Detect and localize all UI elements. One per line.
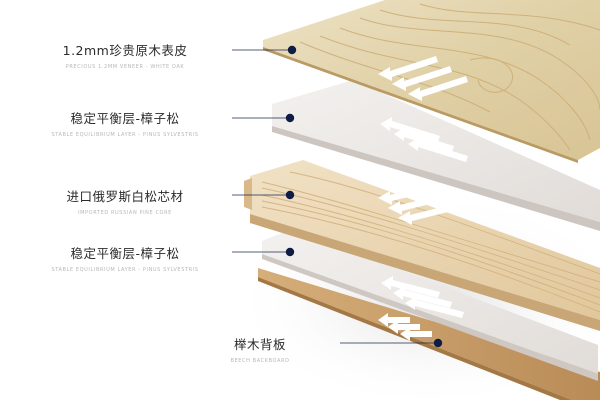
veneer-layer xyxy=(263,0,600,163)
label-core: 进口俄罗斯白松芯材 IMPORTED RUSSIAN PINE CORE xyxy=(0,186,250,216)
veneer-arrows xyxy=(378,56,468,101)
label-backing-subtitle: BEECH BACKBOARD xyxy=(230,358,290,364)
backing-layer xyxy=(258,268,600,400)
leader-balance-top xyxy=(232,113,295,123)
core-arrows xyxy=(378,183,460,225)
balance-top-layer xyxy=(272,80,600,231)
balance-bottom-arrows xyxy=(381,276,464,318)
balance-bottom-layer xyxy=(262,229,598,381)
veneer-grain xyxy=(299,3,600,151)
core-layer xyxy=(244,160,600,331)
leader-veneer xyxy=(232,45,297,55)
label-veneer-subtitle: PRECIOUS 1.2MM VENEER - WHITE OAK xyxy=(65,64,185,70)
label-backing: 榉木背板 BEECH BACKBOARD xyxy=(180,334,340,364)
leader-balance-bottom xyxy=(232,247,295,257)
label-veneer-title: 1.2mm珍贵原木表皮 xyxy=(62,43,188,58)
label-balance-bottom-title: 稳定平衡层-樟子松 xyxy=(70,246,180,261)
label-balance-top: 稳定平衡层-樟子松 STABLE EQUILIBRIUM LAYER - PIN… xyxy=(0,108,250,138)
label-core-subtitle: IMPORTED RUSSIAN PINE CORE xyxy=(78,210,172,216)
leader-backing xyxy=(340,338,443,348)
balance-top-arrows xyxy=(380,117,468,162)
label-balance-top-subtitle: STABLE EQUILIBRIUM LAYER - PINUS SYLVEST… xyxy=(51,132,199,138)
label-balance-top-title: 稳定平衡层-樟子松 xyxy=(70,111,180,126)
label-veneer: 1.2mm珍贵原木表皮 PRECIOUS 1.2MM VENEER - WHIT… xyxy=(0,40,250,70)
backing-arrows xyxy=(378,313,432,341)
label-backing-title: 榉木背板 xyxy=(233,337,286,352)
label-core-title: 进口俄罗斯白松芯材 xyxy=(66,189,184,204)
leader-core xyxy=(232,190,295,200)
label-balance-bottom-subtitle: STABLE EQUILIBRIUM LAYER - PINUS SYLVEST… xyxy=(51,267,199,273)
label-balance-bottom: 稳定平衡层-樟子松 STABLE EQUILIBRIUM LAYER - PIN… xyxy=(0,243,250,273)
